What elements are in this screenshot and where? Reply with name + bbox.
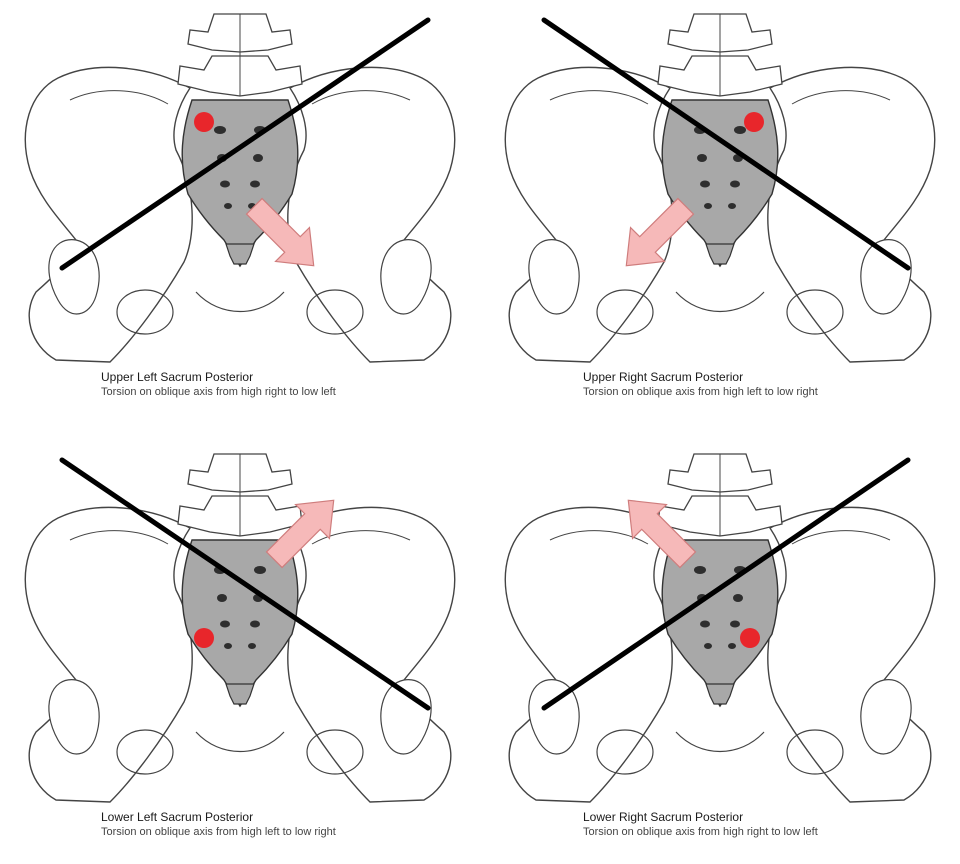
right-ilium [287,66,456,363]
pelvis-bones [504,506,936,803]
pelvis-illustration [504,453,936,803]
caption-subtitle: Torsion on oblique axis from high left t… [101,826,336,838]
caption-title: Lower Right Sacrum Posterior [583,810,744,824]
torsion-arrow [625,197,695,267]
lumbar-vertebrae [177,13,303,97]
left-ilium [504,66,673,363]
red-marker [194,628,214,648]
right-femur-head [860,239,912,315]
caption: Lower Right Sacrum Posterior Torsion on … [583,809,960,839]
red-marker [744,112,764,132]
left-femur-head [528,239,580,315]
coccyx [705,683,735,705]
panel-lower-left-sacrum-posterior: Lower Left Sacrum Posterior Torsion on o… [0,440,480,864]
left-femur-head [48,239,100,315]
red-marker [740,628,760,648]
oblique-axis-line [541,17,911,271]
lumbar-vertebrae [657,453,783,537]
right-ilium [767,506,936,803]
right-ilium [767,66,936,363]
left-iliac-crest-line [549,90,649,105]
coccyx [705,243,735,265]
left-ilium [24,66,193,363]
right-ilium [287,506,456,803]
right-iliac-crest-line [791,90,891,105]
pubic-arch [195,731,285,752]
caption: Upper Left Sacrum Posterior Torsion on o… [101,369,481,399]
left-femur-head [528,679,580,755]
pelvis-illustration [24,13,456,363]
caption-subtitle: Torsion on oblique axis from high left t… [583,386,818,398]
lumbar-vertebrae [657,13,783,97]
pelvis-illustration [504,13,936,363]
caption-subtitle: Torsion on oblique axis from high right … [583,826,818,838]
caption-subtitle: Torsion on oblique axis from high right … [101,386,336,398]
caption: Lower Left Sacrum Posterior Torsion on o… [101,809,481,839]
right-femur-head [380,239,432,315]
panel-upper-left-sacrum-posterior: Upper Left Sacrum Posterior Torsion on o… [0,0,480,424]
pelvis-bones [24,66,456,363]
caption-title: Upper Right Sacrum Posterior [583,370,744,384]
coccyx [225,683,255,705]
right-iliac-crest-line [311,530,411,545]
panel-upper-right-sacrum-posterior: Upper Right Sacrum Posterior Torsion on … [480,0,960,424]
right-obturator-foramen [786,729,844,775]
coccyx [225,243,255,265]
caption: Upper Right Sacrum Posterior Torsion on … [583,369,960,399]
torsion-arrow [265,499,335,569]
caption-title: Upper Left Sacrum Posterior [101,370,254,384]
pelvis-bones [24,506,456,803]
torsion-arrow [245,197,315,267]
red-marker [194,112,214,132]
left-obturator-foramen [116,729,174,775]
right-obturator-foramen [306,289,364,335]
right-femur-head [860,679,912,755]
left-obturator-foramen [116,289,174,335]
pubic-arch [195,291,285,312]
pubic-arch [675,731,765,752]
left-iliac-crest-line [549,530,649,545]
sacral-foramina [694,126,746,209]
right-femur-head [380,679,432,755]
left-ilium [504,506,673,803]
pelvis-bones [504,66,936,363]
left-obturator-foramen [596,289,654,335]
oblique-axis-line [541,457,911,711]
pelvis-illustration [24,453,456,803]
left-obturator-foramen [596,729,654,775]
left-ilium [24,506,193,803]
caption-title: Lower Left Sacrum Posterior [101,810,254,824]
oblique-axis-line [59,17,431,271]
panel-lower-right-sacrum-posterior: Lower Right Sacrum Posterior Torsion on … [480,440,960,864]
pubic-arch [675,291,765,312]
left-iliac-crest-line [69,530,169,545]
left-femur-head [48,679,100,755]
right-obturator-foramen [786,289,844,335]
lumbar-vertebrae [177,453,303,537]
oblique-axis-line [59,457,431,711]
right-obturator-foramen [306,729,364,775]
right-iliac-crest-line [791,530,891,545]
torsion-arrow [627,499,697,569]
left-iliac-crest-line [69,90,169,105]
right-iliac-crest-line [311,90,411,105]
